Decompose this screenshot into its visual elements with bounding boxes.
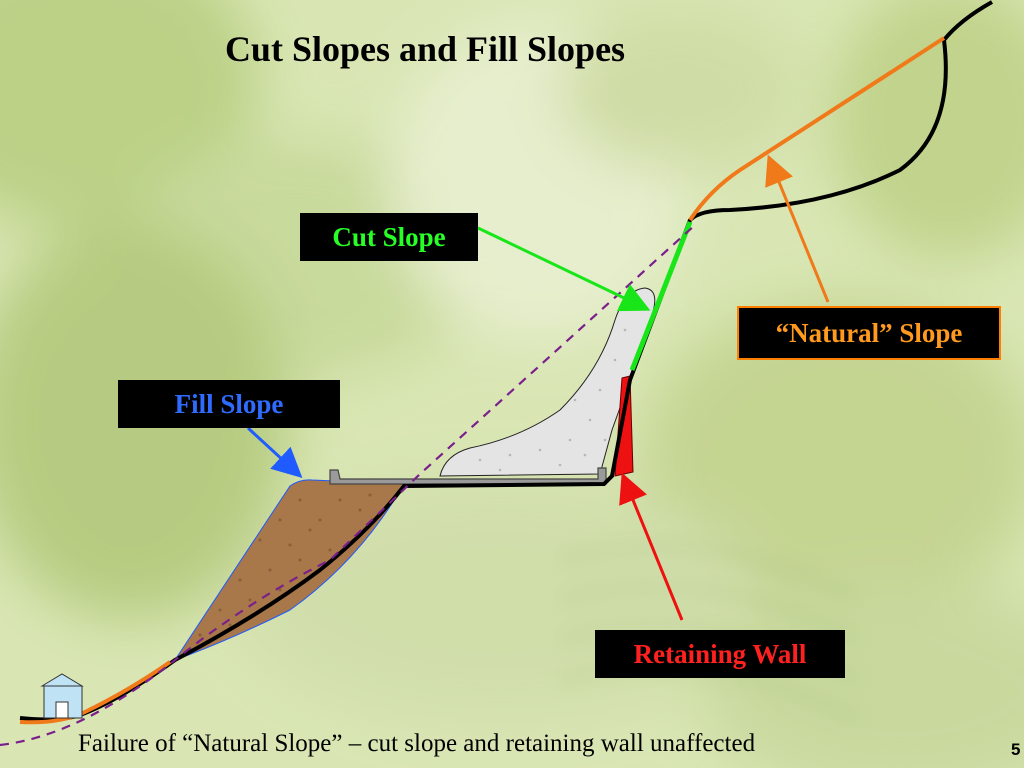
natural-slope-label: “Natural” Slope [737, 306, 1001, 360]
fill-soil-texture [198, 493, 372, 637]
house-icon [40, 673, 84, 719]
cut-slope-arrow [477, 226, 651, 312]
slide-caption: Failure of “Natural Slope” – cut slope a… [78, 730, 756, 757]
landslide-debris [439, 287, 656, 477]
cut-slope-line [629, 221, 693, 371]
debris-texture [478, 303, 637, 472]
cut-slope-label: Cut Slope [300, 213, 478, 261]
fill-slope-arrow [246, 426, 303, 479]
natural-slope-line [19, 660, 172, 725]
fill-slope-soil [173, 479, 405, 661]
retaining-wall-label: Retaining Wall [595, 630, 845, 678]
slide-title: Cut Slopes and Fill Slopes [224, 29, 626, 69]
natural-slope-upper [688, 36, 946, 222]
retaining-wall-arrow [619, 472, 684, 621]
natural-slope-arrow [765, 154, 830, 303]
ground-profile [19, 0, 993, 722]
fill-slope-label: Fill Slope [118, 380, 340, 428]
failure-line [0, 224, 696, 747]
page-number: 5 [1011, 740, 1021, 759]
